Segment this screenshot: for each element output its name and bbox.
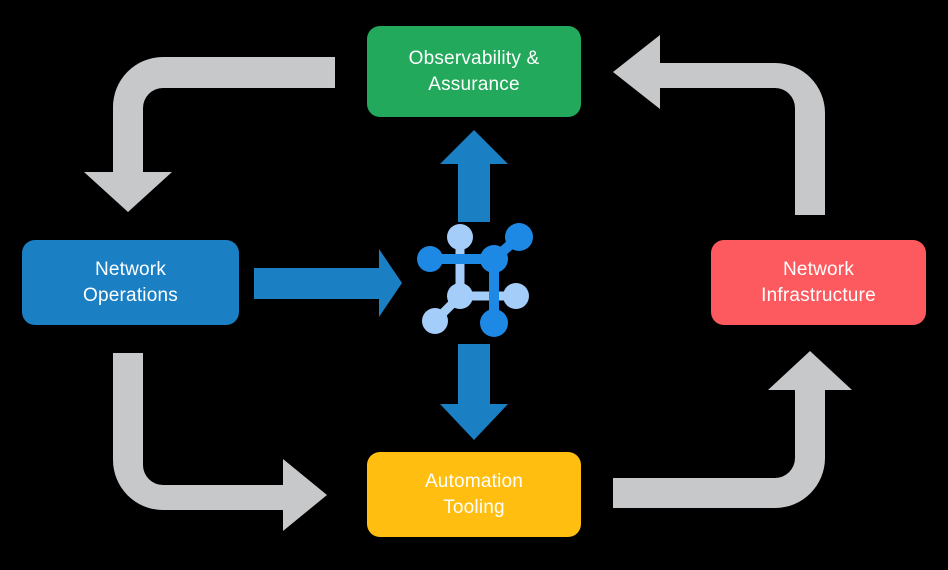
arrow-observability-to-operations — [84, 57, 335, 212]
node-operations-label: Network Operations — [83, 258, 178, 306]
node-automation-tooling[interactable]: Automation Tooling — [367, 452, 581, 537]
node-automation-label: Automation Tooling — [424, 470, 524, 518]
arrow-center-to-observability — [440, 130, 508, 222]
arrow-automation-to-infrastructure — [613, 351, 852, 508]
arrow-infrastructure-to-observability — [613, 35, 825, 215]
network-icon-edges — [425, 232, 524, 328]
node-observability-assurance[interactable]: Observability & Assurance — [367, 26, 581, 117]
node-network-infrastructure[interactable]: Network Infrastructure — [711, 240, 926, 325]
arrow-center-to-automation — [440, 344, 508, 440]
node-observability-label: Observability & Assurance — [408, 47, 540, 95]
network-icon-nodes — [417, 223, 533, 337]
node-infrastructure-label: Network Infrastructure — [761, 258, 876, 306]
arrow-operations-to-automation — [113, 353, 327, 531]
node-network-operations[interactable]: Network Operations — [22, 240, 239, 325]
arrow-operations-to-center — [254, 249, 402, 317]
